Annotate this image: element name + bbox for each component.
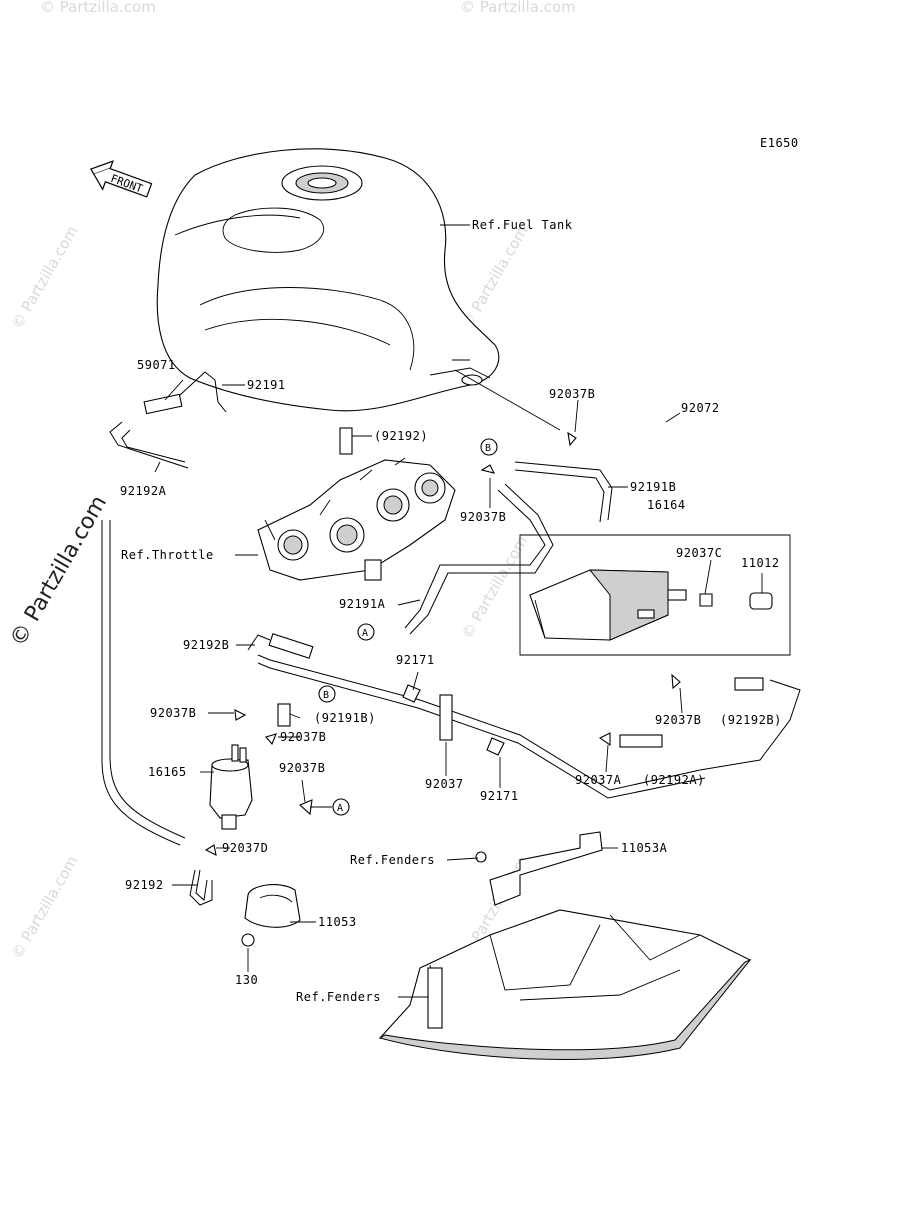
label-92191A: 92191A: [339, 597, 386, 611]
label-92192: 92192: [125, 878, 164, 892]
label-ref-fenders-lower: Ref.Fenders: [296, 990, 381, 1004]
label-92171-top: 92171: [396, 653, 435, 667]
svg-text:B: B: [485, 443, 491, 454]
svg-text:A: A: [362, 628, 368, 639]
fuel-tank: [156, 148, 500, 412]
watermark-text: © Partzilla.com: [8, 853, 81, 962]
watermark-text: © Partzilla.com: [460, 0, 576, 16]
label-92037B-right: 92037B: [655, 713, 701, 727]
label-92037C: 92037C: [676, 546, 722, 560]
diagram-code: E1650: [760, 136, 799, 150]
label-92191B-paren: (92191B): [314, 711, 376, 725]
label-92192B-paren: (92192B): [720, 713, 782, 727]
label-16164: 16164: [647, 498, 686, 512]
label-92037B-left2: 92037B: [280, 730, 326, 744]
label-92192A-paren: (92192A): [643, 773, 705, 787]
label-92191B: 92191B: [630, 480, 676, 494]
label-92072: 92072: [681, 401, 720, 415]
label-ref-throttle: Ref.Throttle: [121, 548, 214, 562]
label-ref-fenders-upper: Ref.Fenders: [350, 853, 435, 867]
leader-lines: [154, 224, 763, 998]
clamp-11053: [241, 884, 301, 947]
callout-b-bottom: B: [318, 685, 336, 703]
label-11053A: 11053A: [621, 841, 668, 855]
label-16165: 16165: [148, 765, 187, 779]
label-92037B-left3: 92037B: [279, 761, 325, 775]
label-92037B-mid: 92037B: [460, 510, 506, 524]
part-labels: Ref.Fuel Tank 59071 92191 (92192) 92192A…: [120, 218, 782, 1004]
label-11012: 11012: [741, 556, 780, 570]
watermark-text: © Partzilla.com: [458, 223, 531, 332]
label-92037D: 92037D: [222, 841, 268, 855]
label-92191: 92191: [247, 378, 286, 392]
label-ref-fuel-tank: Ref.Fuel Tank: [472, 218, 573, 232]
label-92037B-top: 92037B: [549, 387, 595, 401]
label-92171-bot: 92171: [480, 789, 519, 803]
label-92037A: 92037A: [575, 773, 622, 787]
bracket-11053A: [475, 831, 603, 906]
callout-a-top: A: [357, 623, 375, 641]
label-59071: 59071: [137, 358, 176, 372]
clips: [204, 431, 681, 856]
canister-assembly: [519, 534, 791, 656]
label-92037: 92037: [425, 777, 464, 791]
throttle-body: [257, 457, 456, 581]
label-92037B-left: 92037B: [150, 706, 196, 720]
front-arrow: FRONT: [89, 160, 153, 198]
watermark-side-text: © Partzilla.com: [6, 491, 113, 651]
svg-text:B: B: [323, 690, 329, 701]
svg-text:A: A: [337, 803, 343, 814]
fender: [378, 909, 752, 1060]
fuel-filter: [209, 744, 253, 830]
hoses: [101, 371, 801, 906]
label-11053: 11053: [318, 915, 357, 929]
callout-a-bottom: A: [332, 798, 350, 816]
label-92192A: 92192A: [120, 484, 167, 498]
label-92192B: 92192B: [183, 638, 229, 652]
label-92192-paren: (92192): [374, 429, 428, 443]
watermark-text: © Partzilla.com: [40, 0, 156, 16]
watermark-text: © Partzilla.com: [8, 223, 81, 332]
label-130: 130: [235, 973, 258, 987]
callout-b-top: B: [480, 438, 498, 456]
